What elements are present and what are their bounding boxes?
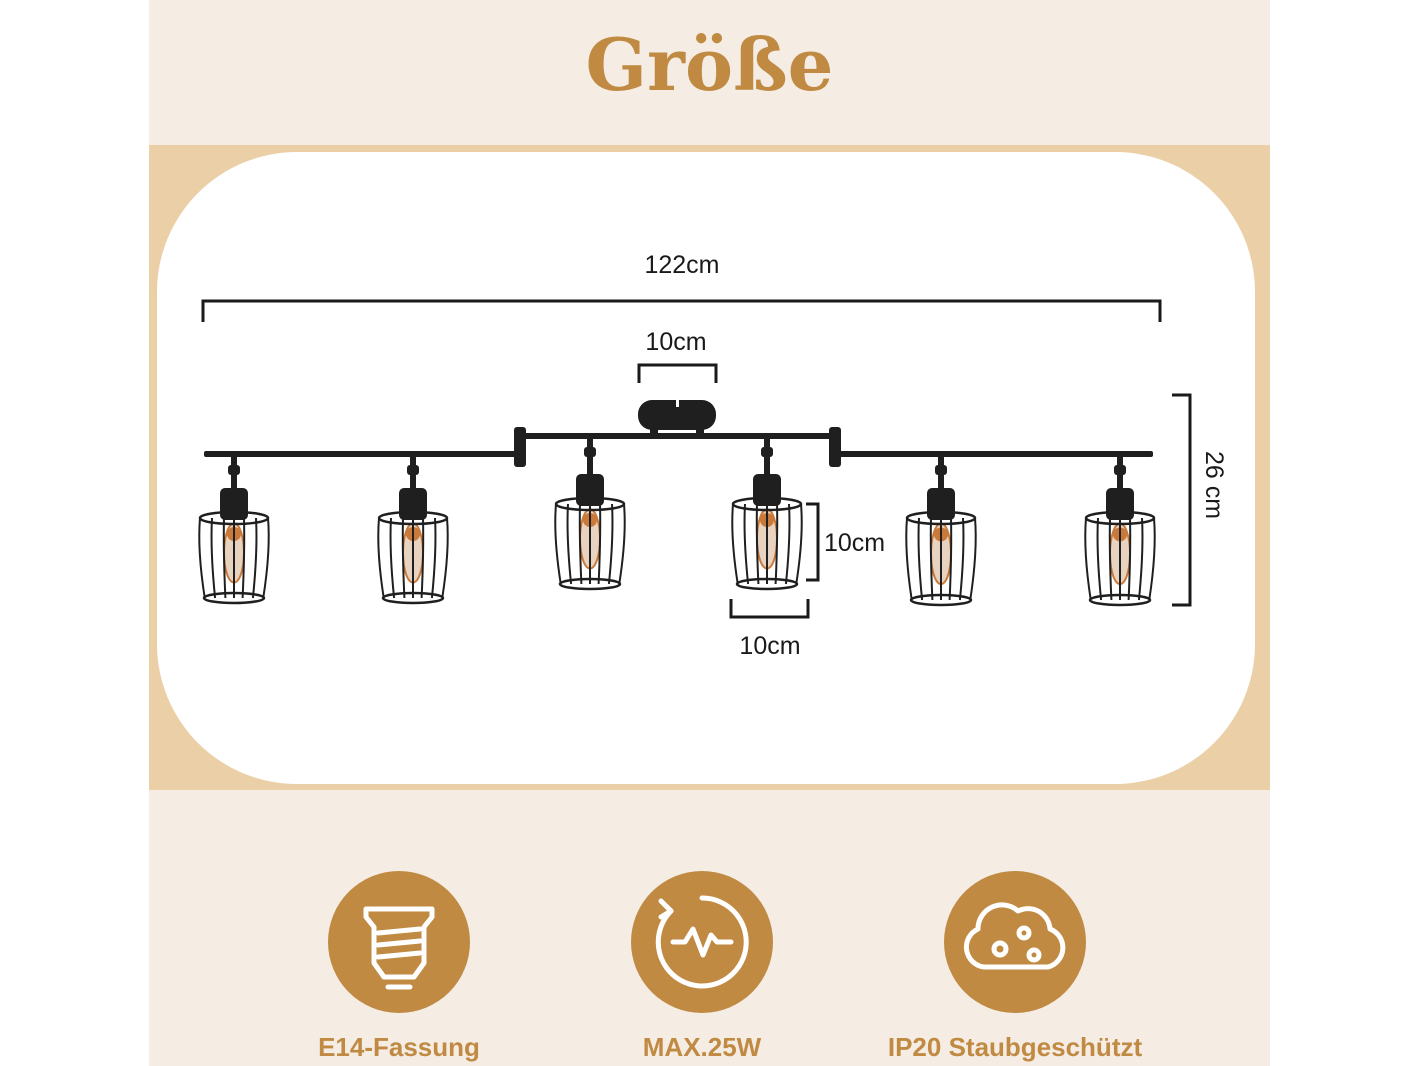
base-width-dimension xyxy=(637,363,718,383)
feature-dust-label: IP20 Staubgeschützt xyxy=(887,1032,1143,1062)
lamp-rails xyxy=(204,427,1153,467)
feature-wattage-label: MAX.25W xyxy=(642,1032,762,1062)
shade-width-dimension xyxy=(729,599,810,619)
wattage-gauge-icon xyxy=(655,895,749,989)
dust-cloud-icon xyxy=(963,902,1066,970)
spotlight xyxy=(905,457,977,607)
spotlight xyxy=(377,457,449,605)
feature-wattage-circle xyxy=(631,871,773,1013)
total-width-dimension xyxy=(201,299,1162,322)
page-title: Größe xyxy=(585,22,834,107)
spotlight xyxy=(554,439,626,591)
base-width-label: 10cm xyxy=(645,328,706,356)
spotlight xyxy=(731,439,803,591)
height-dimension xyxy=(1172,393,1192,607)
shade-height-dimension xyxy=(806,502,820,582)
spotlight xyxy=(198,457,270,605)
feature-socket-label: E14-Fassung xyxy=(318,1032,480,1062)
spotlight xyxy=(1084,457,1156,607)
ceiling-base xyxy=(638,400,716,434)
total-width-label: 122cm xyxy=(644,251,719,279)
bulb-socket-icon xyxy=(363,906,435,990)
feature-socket-circle xyxy=(328,871,470,1013)
ceiling-lamp xyxy=(198,400,1156,607)
height-label: 26 cm xyxy=(1200,451,1228,519)
shade-width-label: 10cm xyxy=(739,632,800,660)
feature-dust-circle xyxy=(944,871,1086,1013)
diagram-card xyxy=(157,152,1255,784)
shade-height-label: 10cm xyxy=(824,529,885,557)
